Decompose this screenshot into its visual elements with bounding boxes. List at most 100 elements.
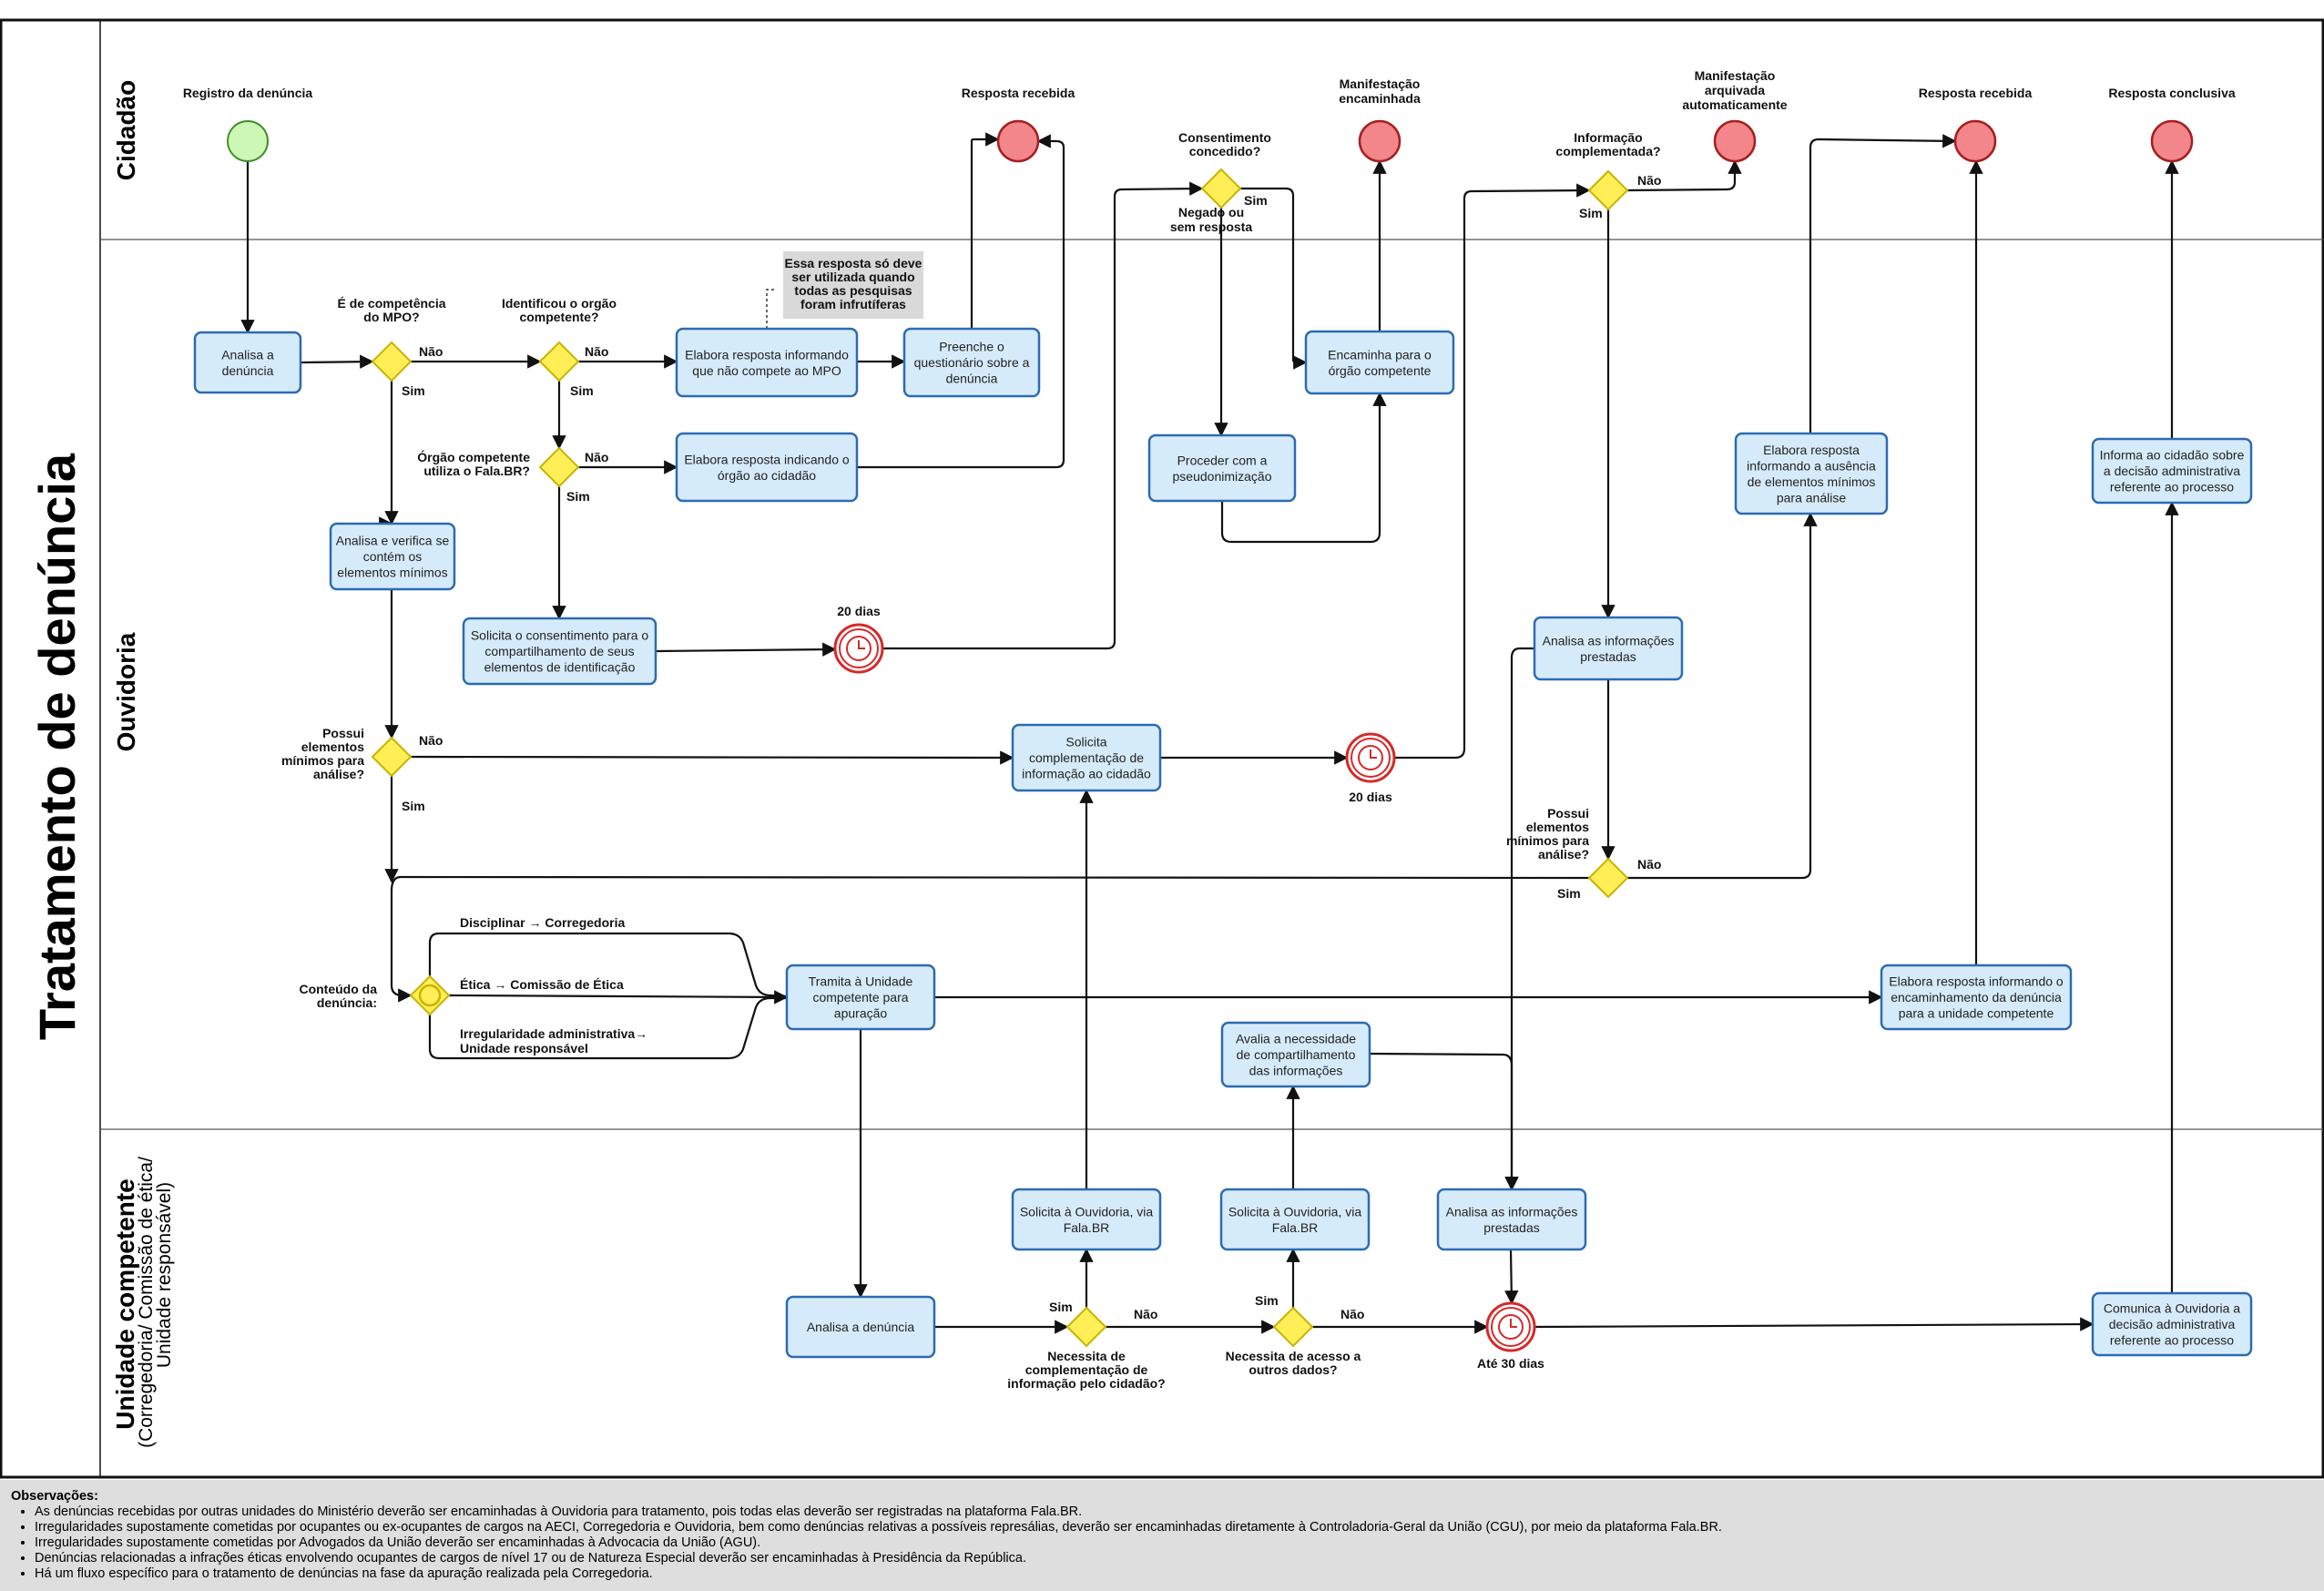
end-event-end4[interactable]: [1953, 119, 1997, 163]
sequence-flow: [1627, 512, 1818, 880]
flow-label-sim: Sim: [1557, 886, 1581, 901]
sequence-flow: [1394, 183, 1591, 760]
sequence-flow: [1240, 187, 1308, 370]
flow-label-nao: Não: [1340, 1307, 1364, 1321]
sequence-flow: [1220, 392, 1387, 544]
gateway-g3[interactable]: [538, 446, 580, 488]
lane-unidade: Unidade competente: [111, 1178, 139, 1429]
end-event-end5[interactable]: [2150, 119, 2194, 163]
lane-ouvidoria: Ouvidoria: [112, 632, 140, 751]
bpmn-diagram: Tratamento de denúncia Cidadão Ouvidoria…: [0, 18, 2324, 1479]
observation-item: Há um fluxo específico para o tratamento…: [35, 1566, 2313, 1582]
sequence-flow: [970, 132, 1000, 329]
lane-unidade-sub-2: Unidade responsável): [154, 1182, 175, 1368]
end-event-end3[interactable]: [1713, 119, 1757, 163]
end-event-end2[interactable]: [1358, 119, 1402, 163]
sequence-flow: [1504, 647, 1534, 1191]
flow-label-irregularidade: Irregularidade administrativa→Unidade re…: [460, 1026, 647, 1056]
event-label-end1: Resposta recebida: [962, 86, 1075, 100]
lane-cidadao: Cidadão: [112, 80, 140, 180]
sequence-flow: [410, 750, 1014, 765]
gateway-g6[interactable]: [371, 736, 413, 778]
pool-title: Tratamento de denúncia: [28, 453, 86, 1040]
sequence-flow: [428, 996, 787, 1060]
task-label: Analisa a denúncia: [807, 1320, 915, 1334]
gateway-g1[interactable]: [371, 341, 413, 382]
timer-event-timer1[interactable]: [833, 623, 884, 674]
task-analisa-den[interactable]: Analisa a denúncia: [785, 1295, 936, 1359]
event-label-end4: Resposta recebida: [1919, 86, 2033, 100]
flow-label-sim: Sim: [1579, 206, 1603, 220]
start-event-start[interactable]: [227, 120, 269, 162]
annotation-link: [766, 289, 774, 329]
gateway-g5[interactable]: [1587, 169, 1629, 211]
flow-label-disciplinar: Disciplinar → Corregedoria: [460, 915, 625, 930]
flow-label-nao: Não: [1637, 857, 1661, 872]
timer-event-timer3[interactable]: [1485, 1301, 1536, 1352]
end-event-end1[interactable]: [996, 119, 1040, 163]
event-label-timer2: 20 dias: [1349, 790, 1392, 804]
gateway-g9[interactable]: [1065, 1306, 1107, 1348]
event-label-end5: Resposta conclusiva: [2108, 86, 2235, 100]
sequence-flow: [1626, 159, 1742, 192]
observations-title: Observações:: [11, 1489, 98, 1504]
gateway-g4[interactable]: [1200, 168, 1242, 209]
gateway-g7[interactable]: [1587, 857, 1629, 899]
observation-item: Irregularidades supostamente cometidas p…: [35, 1535, 2313, 1551]
flow-label-nao: Não: [1134, 1307, 1157, 1321]
gateway-g2[interactable]: [538, 341, 580, 382]
flow-label-nao: Não: [419, 733, 443, 748]
timer-event-timer2[interactable]: [1345, 732, 1396, 783]
gateway-g8[interactable]: [409, 974, 451, 1016]
flow-label-sim: Sim: [566, 489, 590, 504]
flow-label-sim: Sim: [1244, 193, 1268, 208]
event-label-start: Registro da denúncia: [183, 86, 313, 100]
flow-label-etica: Ética → Comissão de Ética: [460, 977, 624, 992]
sequence-flow: [1534, 1317, 2095, 1331]
event-label-timer3: Até 30 dias: [1477, 1356, 1544, 1371]
flow-label-sim: Sim: [1049, 1300, 1073, 1314]
gateway-g10[interactable]: [1272, 1306, 1314, 1348]
observation-item: Denúncias relacionadas a infrações ética…: [35, 1551, 2313, 1566]
flow-label-sim: Sim: [402, 799, 425, 813]
flow-label-sim: Sim: [402, 383, 425, 398]
